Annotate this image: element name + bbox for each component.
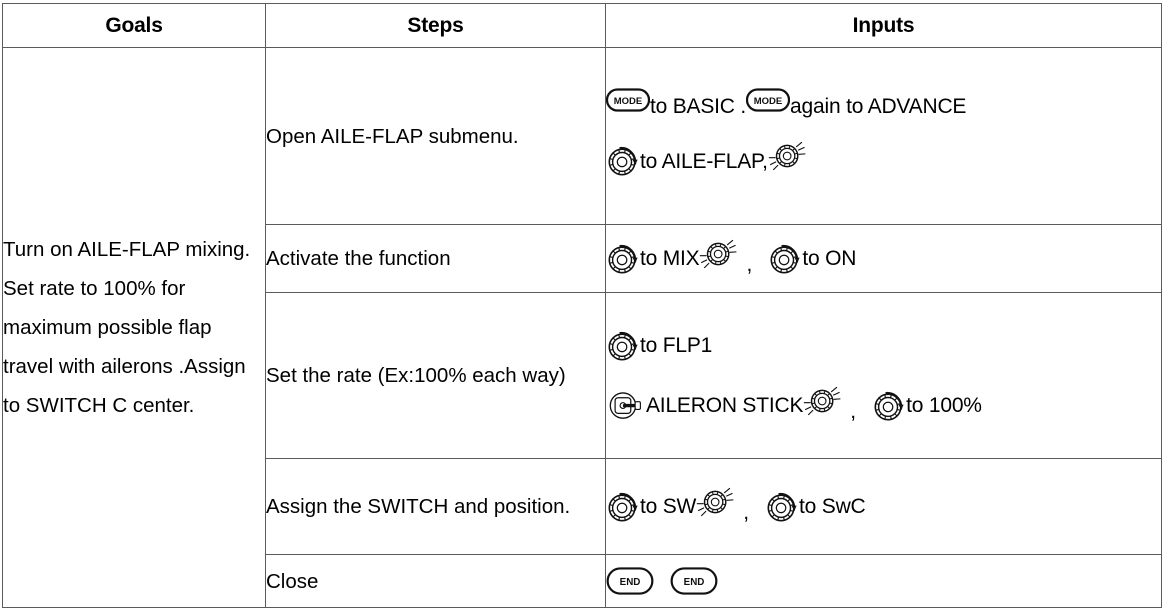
- input-separator: ,: [746, 253, 753, 276]
- input-text: again to ADVANCE: [790, 94, 967, 118]
- step-cell-0: Open AILE-FLAP submenu.: [265, 47, 606, 225]
- input-line: to SW, to SwC: [606, 487, 1161, 524]
- input-text: to ON: [802, 247, 857, 270]
- table-row: Turn on AILE-FLAP mixing. Set rate to 10…: [2, 47, 1162, 608]
- step-cell-4: Close: [265, 554, 606, 608]
- table-row: Close END END: [3, 554, 1162, 608]
- svg-text:END: END: [684, 577, 705, 588]
- dial-rotate-icon: [606, 242, 640, 276]
- dial-rotate-icon: [765, 490, 799, 524]
- table-row: Activate the function to MIX, to ON: [3, 224, 1162, 293]
- column-header-inputs: Inputs: [605, 3, 1162, 48]
- goal-text: Turn on AILE-FLAP mixing. Set rate to 10…: [3, 238, 251, 417]
- dial-press-icon: [696, 485, 736, 519]
- inputs-cell-3: to SW, to SwC: [605, 458, 1162, 555]
- dial-rotate-icon: [606, 329, 640, 363]
- dial-press-icon: [699, 237, 739, 271]
- dial-press-icon: [803, 384, 843, 418]
- input-line: END END: [606, 566, 1161, 596]
- input-separator: ,: [743, 501, 750, 524]
- dial-rotate-icon: [606, 490, 640, 524]
- mode-button-icon: MODE: [606, 88, 650, 112]
- input-separator: ,: [850, 400, 857, 423]
- input-text: to FLP1: [640, 334, 713, 357]
- input-line: to MIX, to ON: [606, 239, 1161, 276]
- end-button-icon: END: [606, 566, 654, 596]
- end-button-icon: END: [670, 566, 718, 596]
- table-header-row: Goals Steps Inputs: [2, 3, 1162, 48]
- table-row: Assign the SWITCH and position. to SW,to…: [3, 458, 1162, 555]
- input-text: to SwC: [799, 495, 866, 518]
- inputs-cell-4: END END: [605, 554, 1162, 608]
- input-text: to MIX: [640, 247, 700, 270]
- input-text: AILERON STICK: [646, 394, 804, 417]
- inputs-cell-0: MODE to BASIC . MODE again to ADVANCE to AIL…: [605, 47, 1162, 225]
- input-line: MODE to BASIC . MODE again to ADVANCE: [606, 88, 1161, 118]
- input-text: to AILE-FLAP,: [640, 149, 768, 173]
- input-text: to SW: [640, 495, 697, 518]
- aileron-stick-icon: [606, 389, 646, 423]
- dial-press-icon: [768, 139, 808, 173]
- input-text: to 100%: [906, 394, 982, 417]
- step-cell-3: Assign the SWITCH and position.: [265, 458, 606, 555]
- column-header-goals: Goals: [2, 3, 266, 48]
- input-line: to AILE-FLAP,: [606, 141, 1161, 178]
- dial-rotate-icon: [872, 389, 906, 423]
- table-body: Turn on AILE-FLAP mixing. Set rate to 10…: [2, 47, 1162, 608]
- svg-text:MODE: MODE: [614, 96, 643, 107]
- svg-text:MODE: MODE: [754, 96, 783, 107]
- procedure-table: Goals Steps Inputs Turn on AILE-FLAP mix…: [2, 3, 1162, 608]
- column-header-steps: Steps: [265, 3, 606, 48]
- svg-text:END: END: [620, 577, 641, 588]
- input-line: to FLP1: [606, 329, 1161, 363]
- mode-button-icon: MODE: [746, 88, 791, 112]
- inputs-cell-1: to MIX, to ON: [605, 224, 1162, 293]
- input-text: to BASIC .: [650, 94, 747, 118]
- dial-rotate-icon: [606, 144, 640, 178]
- step-cell-2: Set the rate (Ex:100% each way): [265, 292, 606, 459]
- goals-cell: Turn on AILE-FLAP mixing. Set rate to 10…: [2, 47, 266, 608]
- input-line: AILERON STICK, to 100%: [606, 386, 1161, 423]
- dial-rotate-icon: [768, 242, 802, 276]
- step-cell-1: Activate the function: [265, 224, 606, 293]
